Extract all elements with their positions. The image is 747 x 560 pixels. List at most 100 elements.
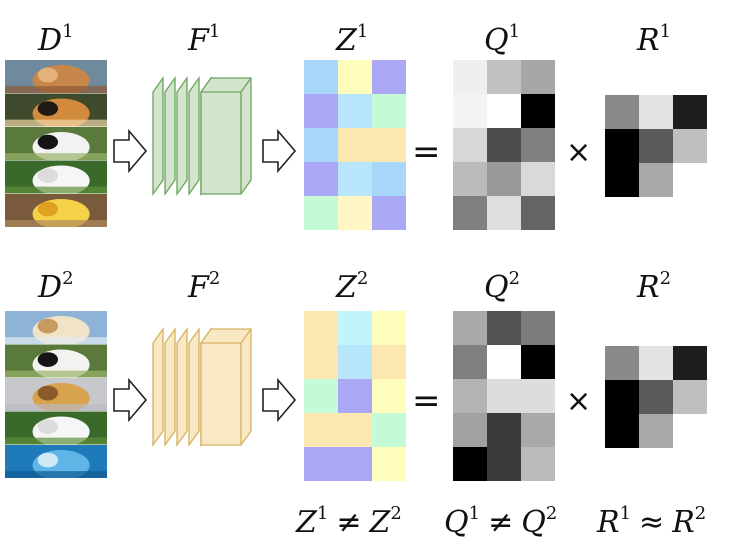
- embedding-matrix-2: [304, 311, 406, 481]
- matrix-cell: [487, 379, 521, 413]
- network-layer: [188, 75, 200, 197]
- network-layer: [164, 75, 176, 197]
- matrix-cell: [338, 196, 372, 230]
- matrix-cell: [372, 128, 406, 162]
- giraffe-photo: [5, 378, 107, 411]
- matrix-cell: [304, 345, 338, 379]
- matrix-cell: [639, 414, 673, 448]
- matrix-cell: [453, 345, 487, 379]
- matrix-cell: [639, 380, 673, 414]
- relation-matrix-2: [605, 346, 707, 448]
- matrix-cell: [338, 447, 372, 481]
- matrix-cell: [338, 128, 372, 162]
- matrix-cell: [521, 447, 555, 481]
- relation-z-inequality: Z1≠Z2: [295, 503, 402, 540]
- matrix-cell: [338, 379, 372, 413]
- matrix-cell: [304, 128, 338, 162]
- matrix-cell: [673, 380, 707, 414]
- network-layer: [176, 75, 188, 197]
- matrix-cell: [304, 447, 338, 481]
- times-sign-1: ×: [566, 135, 591, 170]
- relation-q-inequality: Q1≠Q2: [444, 503, 557, 540]
- panda-photo: [5, 127, 107, 160]
- matrix-cell: [372, 196, 406, 230]
- basis-matrix-1: [453, 60, 555, 230]
- network-layer: [200, 328, 252, 446]
- matrix-cell: [372, 162, 406, 196]
- matrix-cell: [605, 163, 639, 197]
- matrix-cell: [372, 60, 406, 94]
- embedding-2-label: Z2: [335, 268, 368, 305]
- matrix-cell: [487, 94, 521, 128]
- matrix-cell: [487, 162, 521, 196]
- matrix-cell: [372, 413, 406, 447]
- matrix-cell: [338, 162, 372, 196]
- dataset-2-images: [5, 311, 107, 478]
- matrix-cell: [487, 447, 521, 481]
- matrix-cell: [487, 413, 521, 447]
- matrix-cell: [338, 60, 372, 94]
- network-layer: [188, 326, 200, 448]
- matrix-cell: [487, 60, 521, 94]
- matrix-cell: [453, 162, 487, 196]
- matrix-cell: [453, 413, 487, 447]
- equals-sign-1: =: [412, 132, 441, 172]
- matrix-cell: [521, 196, 555, 230]
- dataset-2-label: D2: [37, 268, 74, 305]
- matrix-cell: [372, 447, 406, 481]
- matrix-cell: [304, 196, 338, 230]
- features-2-label: F2: [187, 268, 220, 305]
- matrix-cell: [372, 94, 406, 128]
- matrix-cell: [338, 311, 372, 345]
- matrix-cell: [521, 60, 555, 94]
- network-layer: [164, 326, 176, 448]
- matrix-cell: [521, 162, 555, 196]
- times-sign-2: ×: [566, 384, 591, 419]
- dataset-1-images: [5, 60, 107, 227]
- matrix-cell: [521, 413, 555, 447]
- duckling-photo: [5, 194, 107, 227]
- matrix-cell: [673, 95, 707, 129]
- matrix-cell: [639, 346, 673, 380]
- matrix-cell: [521, 379, 555, 413]
- matrix-cell: [304, 94, 338, 128]
- matrix-cell: [372, 379, 406, 413]
- relation-2-label: R2: [636, 268, 671, 305]
- arrow-right-icon: [113, 128, 148, 174]
- matrix-cell: [605, 414, 639, 448]
- dolphin-photo: [5, 445, 107, 478]
- relation-r-approximation: R1≈R2: [596, 503, 706, 540]
- arrow-right-icon: [262, 377, 297, 423]
- matrix-cell: [304, 60, 338, 94]
- feature-extractor-1: [152, 75, 252, 197]
- matrix-cell: [605, 129, 639, 163]
- matrix-cell: [453, 379, 487, 413]
- matrix-cell: [487, 128, 521, 162]
- matrix-cell: [487, 345, 521, 379]
- matrix-cell: [605, 380, 639, 414]
- puppy-photo: [5, 311, 107, 344]
- tiger-photo: [5, 93, 107, 127]
- matrix-cell: [673, 414, 707, 448]
- matrix-cell: [453, 94, 487, 128]
- matrix-cell: [453, 60, 487, 94]
- matrix-cell: [521, 94, 555, 128]
- matrix-cell: [487, 311, 521, 345]
- matrix-cell: [605, 95, 639, 129]
- arrow-right-icon: [113, 377, 148, 423]
- embedding-matrix-1: [304, 60, 406, 230]
- matrix-cell: [304, 379, 338, 413]
- matrix-cell: [304, 413, 338, 447]
- features-1-label: F1: [187, 21, 220, 58]
- cat-photo: [5, 60, 107, 93]
- dataset-1-label: D1: [37, 21, 74, 58]
- matrix-cell: [521, 345, 555, 379]
- basis-matrix-2: [453, 311, 555, 481]
- matrix-cell: [605, 346, 639, 380]
- relation-1-label: R1: [636, 21, 671, 58]
- network-layer: [152, 326, 164, 448]
- rabbit-photo: [5, 160, 107, 194]
- matrix-cell: [453, 311, 487, 345]
- equals-sign-2: =: [412, 381, 441, 421]
- matrix-cell: [639, 129, 673, 163]
